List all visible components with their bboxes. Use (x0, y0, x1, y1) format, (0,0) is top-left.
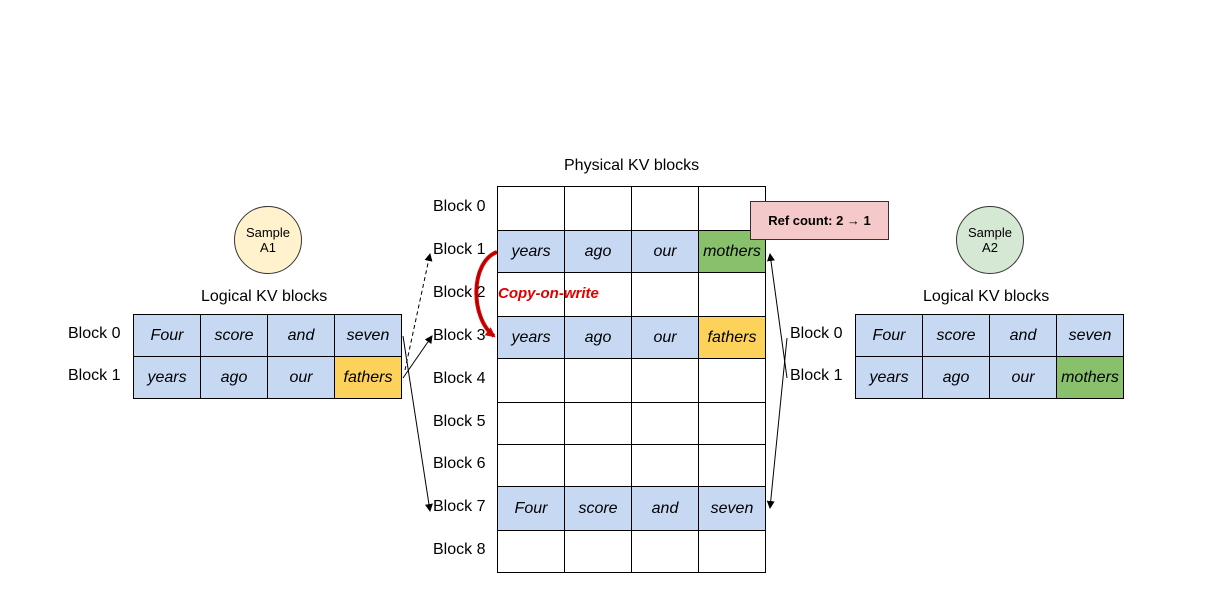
physical-cell (564, 402, 632, 445)
physical-row (497, 186, 766, 231)
physical-block-label: Block 0 (433, 198, 486, 215)
physical-cell (631, 530, 699, 573)
physical-cell (564, 358, 632, 403)
physical-cell (698, 272, 766, 317)
physical-row (497, 358, 766, 403)
physical-cell (698, 402, 766, 445)
physical-cell (631, 358, 699, 403)
physical-block-label: Block 3 (433, 327, 486, 344)
physical-cell (497, 186, 565, 231)
physical-row (497, 444, 766, 487)
copy-on-write-label: Copy-on-write (498, 285, 599, 302)
physical-block-label: Block 2 (433, 284, 486, 301)
sample-a1-badge: Sample A1 (234, 206, 302, 274)
a1-block1-to-phys-block3-arrow (402, 335, 433, 379)
sample-a1-block-label: Block 0 (68, 325, 121, 342)
physical-cell (497, 444, 565, 487)
sample-a1-cell: our (267, 356, 335, 399)
physical-kv-title: Physical KV blocks (564, 157, 700, 174)
physical-block-label: Block 5 (433, 413, 486, 430)
sample-a2-label-line1: Sample (967, 225, 1013, 240)
physical-cell: Four (497, 486, 565, 531)
sample-a2-cell: years (855, 356, 923, 399)
physical-cell (698, 358, 766, 403)
physical-row (497, 402, 766, 445)
a1-block0-to-phys-block7-arrow (402, 335, 433, 512)
sample-a1-cell: score (200, 314, 268, 357)
physical-cell (631, 444, 699, 487)
sample-a1-cell: and (267, 314, 335, 357)
physical-cell (564, 186, 632, 231)
sample-a1-cell: seven (334, 314, 402, 357)
physical-cell: and (631, 486, 699, 531)
a2-block1-to-phys-block1-arrow (766, 253, 788, 379)
sample-a2-cell: Four (855, 314, 923, 357)
sample-a2-logical-title: Logical KV blocks (923, 288, 1050, 305)
sample-a2-block-label: Block 0 (790, 325, 843, 342)
sample-a1-label-line1: Sample (245, 225, 291, 240)
physical-block-label: Block 7 (433, 498, 486, 515)
physical-cell: our (631, 316, 699, 359)
sample-a2-label-line2: A2 (982, 240, 998, 255)
physical-cell (497, 358, 565, 403)
physical-cell (497, 530, 565, 573)
sample-a2-badge: Sample A2 (956, 206, 1024, 274)
physical-cell: ago (564, 316, 632, 359)
physical-block-label: Block 4 (433, 370, 486, 387)
sample-a2-cell: our (989, 356, 1057, 399)
a1-block1-old-to-phys-block1-dashed-arrow (404, 253, 433, 371)
sample-a1-cell: fathers (334, 356, 402, 399)
physical-cell (698, 530, 766, 573)
physical-block-label: Block 1 (433, 241, 486, 258)
physical-cell: ago (564, 230, 632, 273)
physical-block-label: Block 6 (433, 455, 486, 472)
sample-a2-cell: seven (1056, 314, 1124, 357)
sample-a1-cell: years (133, 356, 201, 399)
physical-cell (564, 530, 632, 573)
physical-cell: years (497, 316, 565, 359)
physical-cell: our (631, 230, 699, 273)
sample-a1-cell: ago (200, 356, 268, 399)
physical-cell (631, 272, 699, 317)
sample-a1-label-line2: A1 (260, 240, 276, 255)
sample-a2-cell: ago (922, 356, 990, 399)
sample-a2-cell: and (989, 314, 1057, 357)
sample-a2-block-label: Block 1 (790, 367, 843, 384)
physical-cell: seven (698, 486, 766, 531)
sample-a1-block-label: Block 1 (68, 367, 121, 384)
physical-row (497, 530, 766, 573)
a2-block0-to-phys-block7-arrow (766, 337, 788, 509)
physical-cell: fathers (698, 316, 766, 359)
physical-cell (631, 186, 699, 231)
physical-cell: years (497, 230, 565, 273)
physical-cell (631, 402, 699, 445)
sample-a2-cell: mothers (1056, 356, 1124, 399)
physical-block-label: Block 8 (433, 541, 486, 558)
sample-a1-cell: Four (133, 314, 201, 357)
physical-cell (698, 444, 766, 487)
physical-cell (564, 444, 632, 487)
physical-cell: score (564, 486, 632, 531)
sample-a2-cell: score (922, 314, 990, 357)
physical-cell (497, 402, 565, 445)
sample-a1-logical-title: Logical KV blocks (201, 288, 328, 305)
ref-count-box: Ref count: 2 → 1 (750, 201, 889, 240)
